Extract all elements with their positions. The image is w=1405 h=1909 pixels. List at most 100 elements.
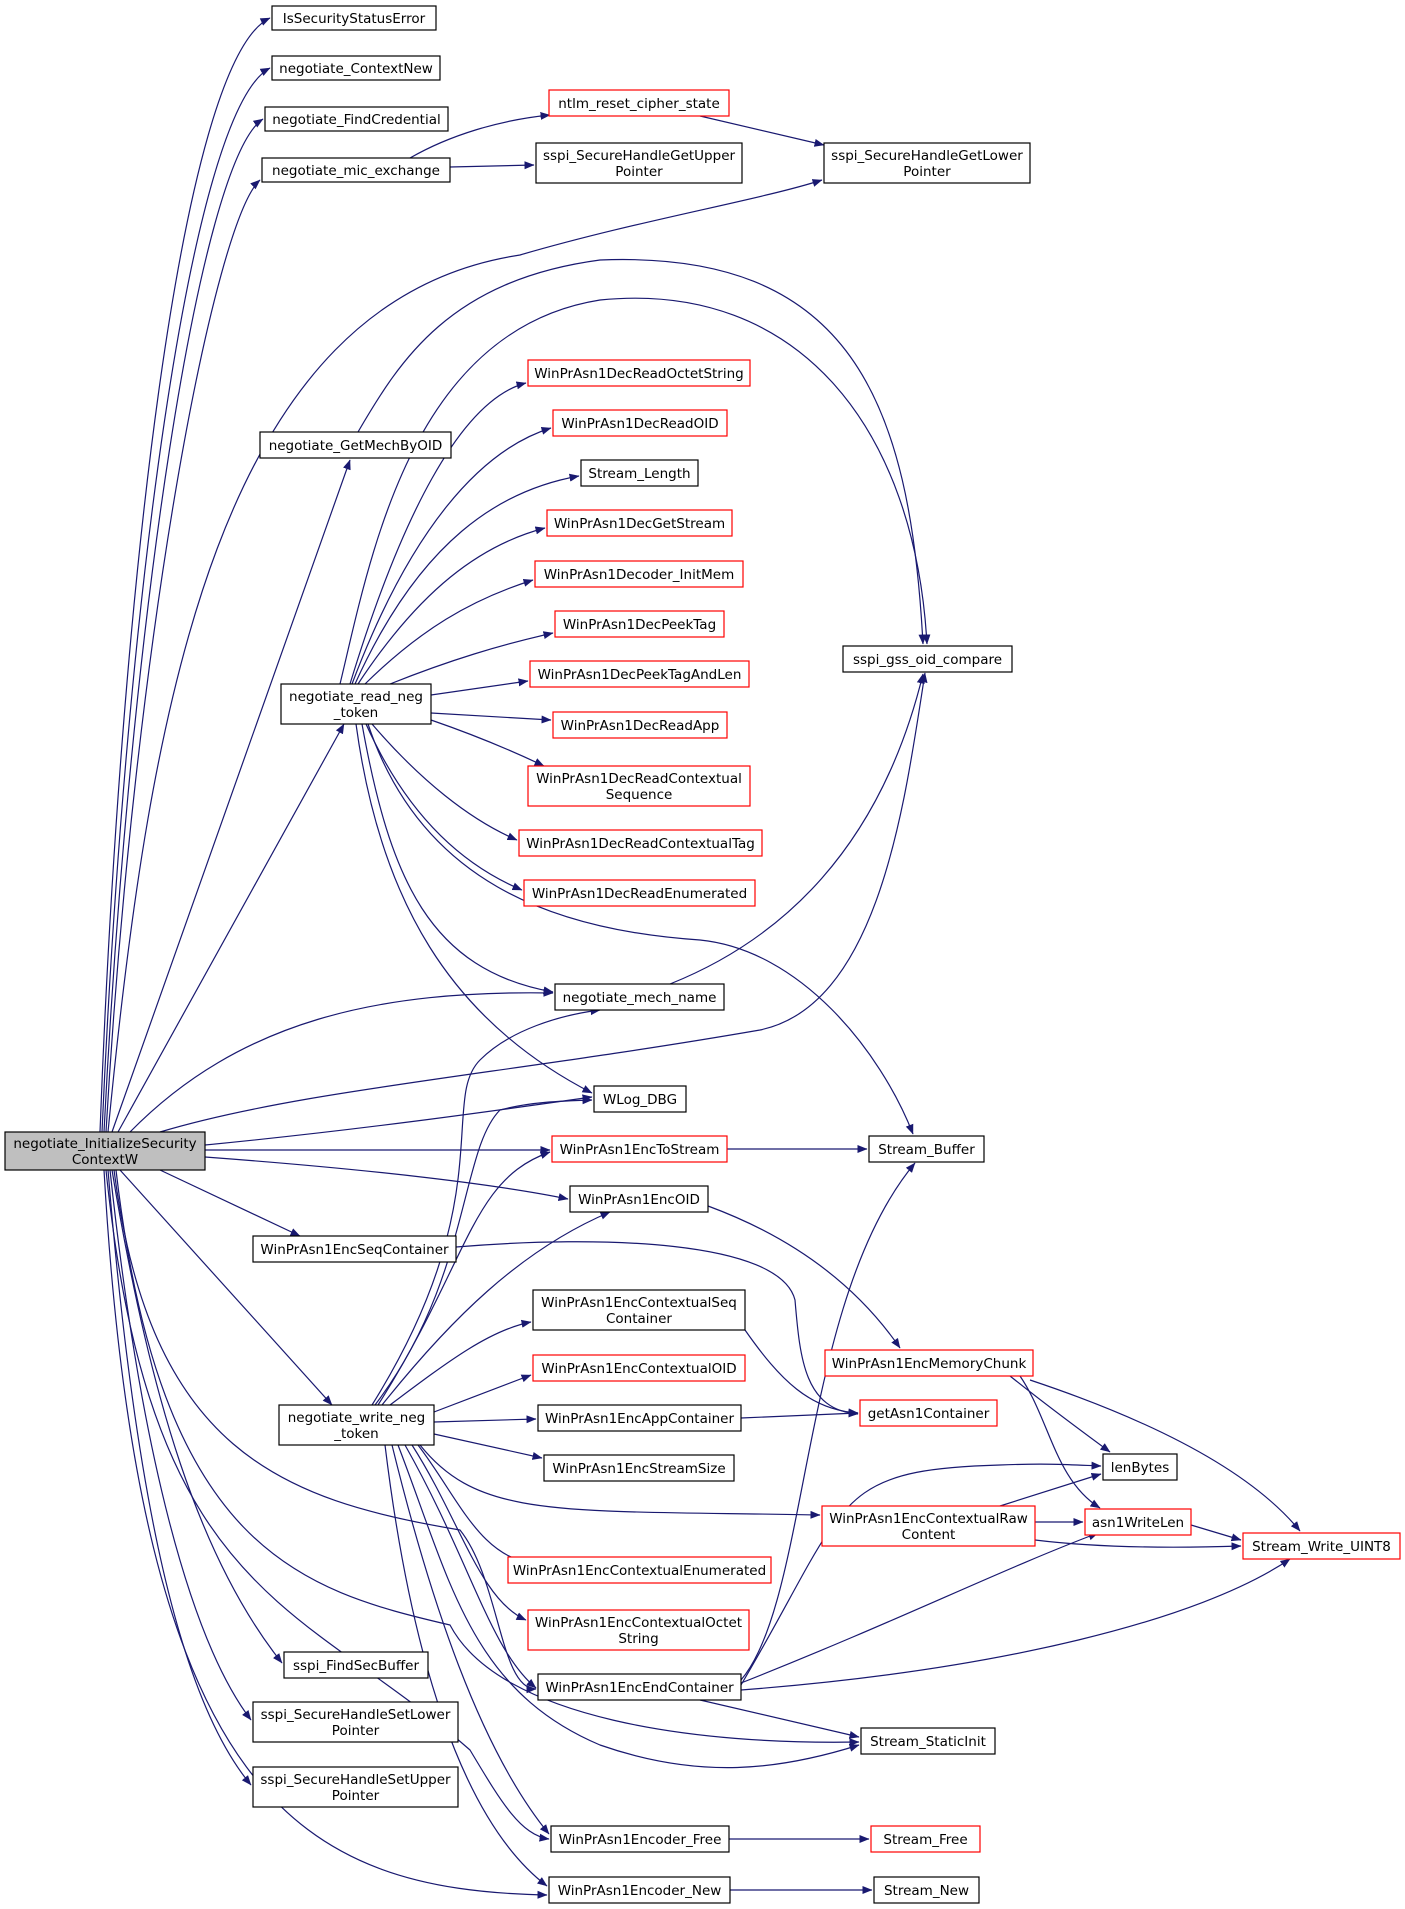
call-edge-readneg-to-streamlen (354, 473, 580, 685)
function-node-encctxenum[interactable]: WinPrAsn1EncContextualEnumerated (507, 1556, 772, 1584)
function-node-encctxoid[interactable]: WinPrAsn1EncContextualOID (532, 1354, 746, 1382)
function-node-streamlen[interactable]: Stream_Length (580, 459, 699, 487)
function-node-wuint8[interactable]: Stream_Write_UINT8 (1242, 1532, 1401, 1560)
node-label: WinPrAsn1EncSeqContainer (260, 1242, 449, 1258)
node-label: WinPrAsn1EncContextualOID (541, 1361, 736, 1377)
function-node-encstrsize[interactable]: WinPrAsn1EncStreamSize (543, 1454, 735, 1482)
node-label: WinPrAsn1EncContextualSeq (541, 1295, 737, 1311)
call-edge-encendc-to-streambuf (740, 1162, 916, 1681)
function-node-streamfree[interactable]: Stream_Free (870, 1825, 981, 1853)
node-label: Stream_Length (588, 466, 690, 482)
function-node-gsscmp[interactable]: sspi_gss_oid_compare (842, 645, 1013, 673)
node-label: WinPrAsn1EncMemoryChunk (832, 1356, 1027, 1372)
node-box (548, 89, 730, 117)
function-node-getstream[interactable]: WinPrAsn1DecGetStream (546, 509, 733, 537)
node-box (532, 1289, 746, 1331)
call-edge-encmem-to-asn1wl (1019, 1375, 1101, 1509)
function-node-readenum[interactable]: WinPrAsn1DecReadEnumerated (523, 879, 756, 907)
call-edge-readneg-to-peektaglen (430, 678, 529, 696)
node-box (252, 1766, 459, 1808)
call-edge-root-to-ctxnew (101, 67, 271, 1133)
function-node-getasn1c[interactable]: getAsn1Container (859, 1399, 998, 1427)
function-node-issec[interactable]: IsSecurityStatusError (271, 5, 437, 31)
call-edge-root-to-writeneg (119, 1169, 333, 1406)
node-label: WinPrAsn1Encoder_Free (559, 1832, 722, 1848)
function-node-streambuf[interactable]: Stream_Buffer (868, 1135, 985, 1163)
call-edge-encendc-to-staticinit (699, 1699, 860, 1739)
function-node-readctxtag[interactable]: WinPrAsn1DecReadContextualTag (518, 829, 763, 857)
node-label: Pointer (615, 164, 663, 180)
function-node-encappc[interactable]: WinPrAsn1EncAppContainer (537, 1404, 742, 1432)
node-box (554, 610, 725, 638)
function-node-writeneg[interactable]: negotiate_write_neg_token (278, 1404, 435, 1446)
function-node-ntlmreset[interactable]: ntlm_reset_cipher_state (548, 89, 730, 117)
function-node-readocts[interactable]: WinPrAsn1DecReadOctetString (527, 359, 751, 387)
node-label: asn1WriteLen (1092, 1515, 1184, 1531)
node-label: Stream_Free (883, 1832, 967, 1848)
node-box (261, 157, 451, 183)
function-node-wlog[interactable]: WLog_DBG (593, 1085, 687, 1113)
call-edge-readneg-to-streambuf (367, 723, 914, 1135)
call-edge-mic-to-ntlmreset (409, 111, 551, 159)
call-edge-readneg-to-wlog (355, 723, 593, 1094)
node-label: sspi_SecureHandleGetLower (831, 148, 1023, 164)
function-node-enctostream[interactable]: WinPrAsn1EncToStream (551, 1135, 728, 1163)
function-node-mic[interactable]: negotiate_mic_exchange (261, 157, 451, 183)
call-edge-root-to-encoid (204, 1156, 569, 1202)
function-node-staticinit[interactable]: Stream_StaticInit (860, 1727, 996, 1755)
function-node-peektag[interactable]: WinPrAsn1DecPeekTag (554, 610, 725, 638)
node-box (271, 5, 437, 31)
node-label: Stream_Write_UINT8 (1252, 1539, 1391, 1555)
function-node-findsecbuf[interactable]: sspi_FindSecBuffer (283, 1651, 429, 1679)
function-node-encnew[interactable]: WinPrAsn1Encoder_New (548, 1876, 731, 1904)
function-node-readapp[interactable]: WinPrAsn1DecReadApp (552, 711, 728, 739)
call-edge-readneg-to-gsscmp (339, 297, 931, 685)
function-node-mechname[interactable]: negotiate_mech_name (554, 983, 725, 1011)
function-node-initmem[interactable]: WinPrAsn1Decoder_InitMem (534, 560, 744, 588)
node-label: negotiate_InitializeSecurity (13, 1136, 196, 1152)
node-box (824, 1349, 1034, 1377)
node-label: sspi_SecureHandleSetLower (261, 1707, 451, 1723)
node-box (278, 1404, 435, 1446)
node-label: Pointer (903, 164, 951, 180)
call-edge-mechname-to-gsscmp (669, 673, 925, 985)
node-box (527, 1609, 750, 1651)
function-node-peektaglen[interactable]: WinPrAsn1DecPeekTagAndLen (529, 660, 750, 688)
node-label: Pointer (332, 1788, 380, 1804)
call-edge-writeneg-to-encctxocts (411, 1444, 527, 1621)
function-node-encmem[interactable]: WinPrAsn1EncMemoryChunk (824, 1349, 1034, 1377)
node-label: _token (333, 705, 379, 721)
node-label: negotiate_read_neg (289, 689, 423, 705)
function-node-findcred[interactable]: negotiate_FindCredential (264, 106, 449, 132)
function-node-asn1wl[interactable]: asn1WriteLen (1084, 1508, 1192, 1536)
node-label: WinPrAsn1Encoder_New (558, 1883, 722, 1899)
function-node-encfree[interactable]: WinPrAsn1Encoder_Free (550, 1825, 730, 1853)
node-box (551, 1135, 728, 1163)
function-node-streamnew[interactable]: Stream_New (873, 1876, 980, 1904)
function-node-readoid[interactable]: WinPrAsn1DecReadOID (552, 409, 728, 437)
function-node-encendc[interactable]: WinPrAsn1EncEndContainer (537, 1673, 742, 1701)
call-edge-root-to-encnew (103, 1169, 548, 1899)
function-node-encoid[interactable]: WinPrAsn1EncOID (569, 1185, 709, 1213)
call-edge-root-to-encseqc (159, 1169, 301, 1237)
function-node-getmech[interactable]: negotiate_GetMechByOID (259, 431, 452, 459)
call-edge-writeneg-to-encoid (381, 1211, 611, 1406)
node-label: WinPrAsn1EncAppContainer (545, 1411, 735, 1427)
function-node-lenbytes[interactable]: lenBytes (1102, 1453, 1178, 1481)
node-box (259, 431, 452, 459)
function-node-encseqc[interactable]: WinPrAsn1EncSeqContainer (252, 1235, 457, 1263)
function-node-ctxnew[interactable]: negotiate_ContextNew (271, 55, 441, 81)
call-edge-root-to-setlower (109, 1169, 252, 1721)
call-edge-root-to-getmech (111, 459, 351, 1133)
function-node-readneg[interactable]: negotiate_read_neg_token (280, 683, 432, 725)
